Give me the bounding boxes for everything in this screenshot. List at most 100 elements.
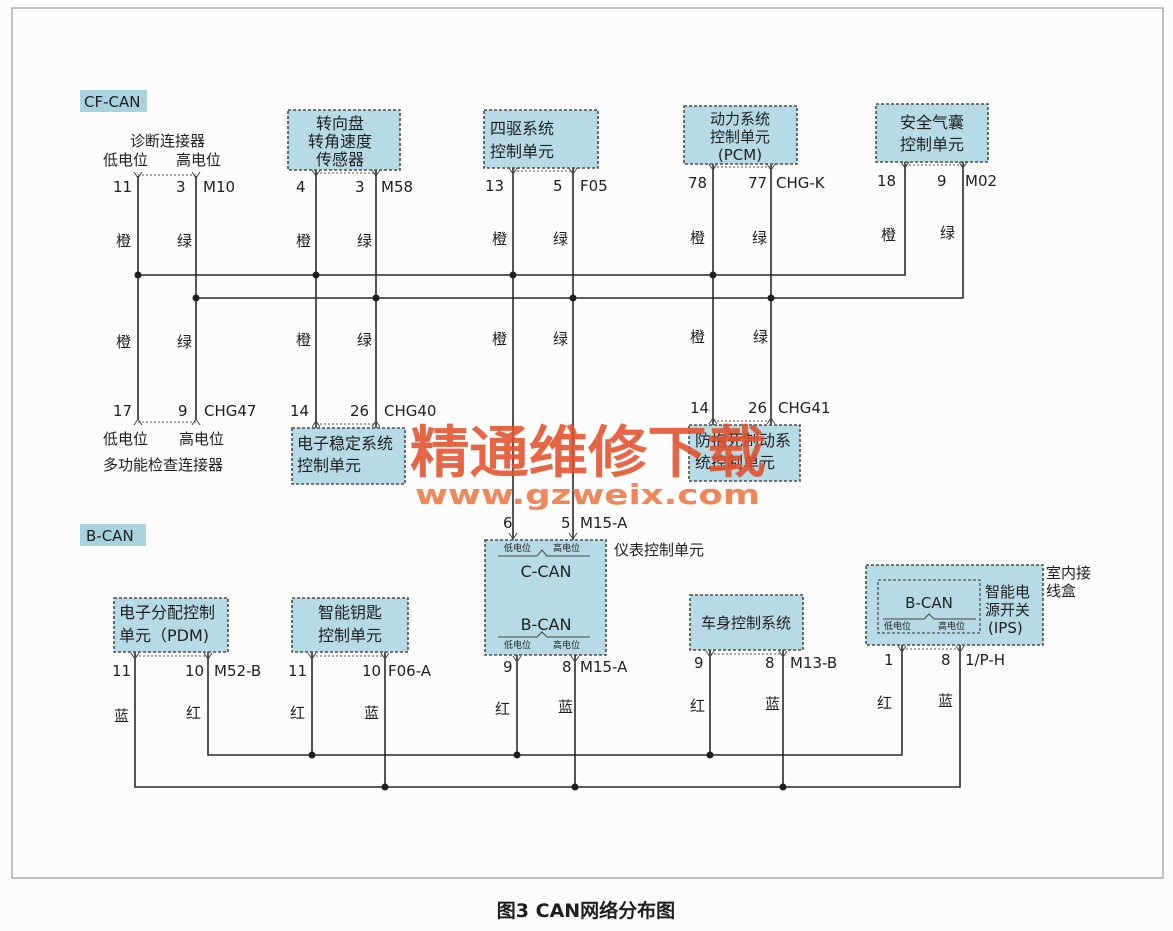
module-box [689, 594, 804, 651]
connector-code: F06-A [388, 662, 432, 680]
connector-code: M10 [203, 178, 235, 196]
connector-code: CHG41 [778, 399, 830, 417]
module-name-line: 电子分配控制 [119, 603, 215, 622]
module-name-line: 动力系统 [710, 110, 770, 128]
wire-color-label: 蓝 [558, 698, 573, 716]
pdm-control-unit: 电子分配控制 单元（PDM) 11 10 M52-B 蓝 红 [112, 597, 261, 725]
connector-tick [900, 161, 968, 169]
b-can-blue-bus-line [134, 645, 961, 788]
b-can-section-tag [80, 524, 146, 546]
wire-color-label: 蓝 [114, 707, 129, 725]
pin-number: 11 [288, 662, 307, 680]
bus-bracket [498, 631, 590, 638]
junction-dot [709, 271, 717, 279]
wire-color-label: 绿 [753, 328, 768, 346]
abs-control-unit: 橙 绿 14 26 CHG41 防抱死制动系 统控制单元 [688, 328, 830, 482]
pin-number: 4 [296, 178, 306, 196]
module-name-line: 传感器 [316, 150, 364, 169]
pin-number: 17 [113, 402, 132, 420]
module-name-line: 电子稳定系统 [297, 434, 393, 453]
wire-color-label: 绿 [553, 330, 568, 348]
awd-control-unit: 四驱系统 控制单元 13 5 F05 橙 绿 [483, 109, 608, 248]
module-name-line: (PCM) [718, 146, 762, 164]
instrument-c-can-label: C-CAN [520, 562, 571, 581]
instrument-b-can-connector: 9 8 M15-A 红 蓝 [495, 655, 628, 718]
connector-tick [897, 645, 965, 653]
multi-check-low-label: 低电位 [103, 430, 148, 448]
ips-junction-box: 室内接 线盒 B-CAN 低电位 高电位 智能电 源开关 (IPS) 1 8 1… [865, 564, 1091, 712]
module-box [113, 597, 229, 653]
module-name-line: 统控制单元 [695, 453, 775, 472]
pin-number: 18 [877, 172, 896, 190]
pcm-control-unit: 动力系统 控制单元 (PCM) 78 77 CHG-K 橙 绿 [683, 105, 826, 247]
wire-color-label: 绿 [940, 224, 955, 242]
diag-connector-low-label: 低电位 [103, 151, 148, 169]
module-name-line: 控制单元 [297, 456, 361, 475]
wire-color-label: 橙 [296, 331, 311, 349]
cf-can-section-tag [80, 90, 147, 112]
module-name-line: 智能电 [985, 583, 1030, 601]
pin-number: 77 [748, 174, 767, 192]
junction-dot [569, 294, 577, 302]
watermark-url: www.gzweix.com [415, 478, 760, 511]
wire-color-label: 橙 [881, 226, 896, 244]
pin-number: 26 [748, 399, 767, 417]
pin-number: 14 [290, 402, 309, 420]
module-name-line: 源开关 [985, 601, 1030, 619]
module-box [484, 539, 607, 656]
pin-number: 9 [178, 402, 188, 420]
pin-number: 11 [113, 178, 132, 196]
ips-low-label: 低电位 [884, 620, 911, 632]
pin-number: 3 [355, 178, 365, 196]
pin-number: 13 [485, 177, 504, 195]
diag-connector-title: 诊断连接器 [130, 132, 205, 150]
module-box [865, 564, 1044, 646]
connector-code: M15-A [580, 514, 628, 532]
figure-caption: 图3 CAN网络分布图 [497, 899, 675, 922]
pin-number: 1 [884, 651, 894, 669]
pin-number: 9 [503, 658, 513, 676]
bus-bracket [498, 549, 590, 557]
cf-can-orange-bus-line [138, 162, 906, 276]
connector-code: CHG-K [776, 174, 826, 192]
multi-check-connector: 橙 绿 17 9 CHG47 低电位 高电位 多功能检查连接器 [103, 333, 256, 474]
module-box [483, 109, 599, 169]
connector-code: M13-B [790, 654, 837, 672]
connector-tick [708, 163, 776, 171]
module-name-line: (IPS) [988, 619, 1023, 637]
junction-dot [513, 751, 521, 759]
connector-tick [508, 532, 578, 540]
connector-code: F05 [580, 177, 608, 195]
instrument-cluster: 低电位 高电位 C-CAN B-CAN 低电位 高电位 仪表控制单元 [484, 539, 704, 656]
diagram-frame [11, 7, 1164, 879]
pin-number: 8 [941, 651, 951, 669]
b-can-section-label: B-CAN [86, 527, 134, 545]
junction-dot [767, 294, 775, 302]
module-name-line: 安全气囊 [900, 113, 964, 132]
connector-code: M15-A [580, 658, 628, 676]
connector-code: CHG40 [384, 402, 436, 420]
instrument-bottom-low-label: 低电位 [504, 639, 531, 651]
multi-check-high-label: 高电位 [179, 430, 224, 448]
steering-angle-sensor: 转向盘 转角速度 传感器 4 3 M58 橙 绿 [287, 109, 413, 250]
connector-tick [311, 420, 381, 428]
wire-color-label: 绿 [177, 333, 192, 351]
diag-connector: 诊断连接器 低电位 高电位 11 3 M10 橙 绿 [103, 132, 235, 250]
multi-check-title: 多功能检查连接器 [103, 456, 223, 474]
module-name-line: 转角速度 [308, 132, 372, 151]
connector-tick [508, 167, 578, 175]
connector-tick [705, 650, 788, 658]
instrument-cluster-name: 仪表控制单元 [614, 541, 704, 559]
connector-code: CHG47 [204, 402, 256, 420]
wire-color-label: 红 [495, 700, 510, 718]
wire-color-label: 绿 [752, 229, 767, 247]
b-can-section: B-CAN 电子分配控制 单元（PDM) 11 10 M52-B 蓝 红 [80, 524, 1091, 791]
wire-color-label: 绿 [357, 331, 372, 349]
module-name-line: 控制单元 [490, 142, 554, 161]
connector-tick [133, 171, 201, 179]
junction-box-label-line: 室内接 [1046, 564, 1091, 582]
cf-can-section-label: CF-CAN [84, 93, 140, 111]
diag-connector-high-label: 高电位 [176, 151, 221, 169]
wire-color-label: 红 [690, 697, 705, 715]
